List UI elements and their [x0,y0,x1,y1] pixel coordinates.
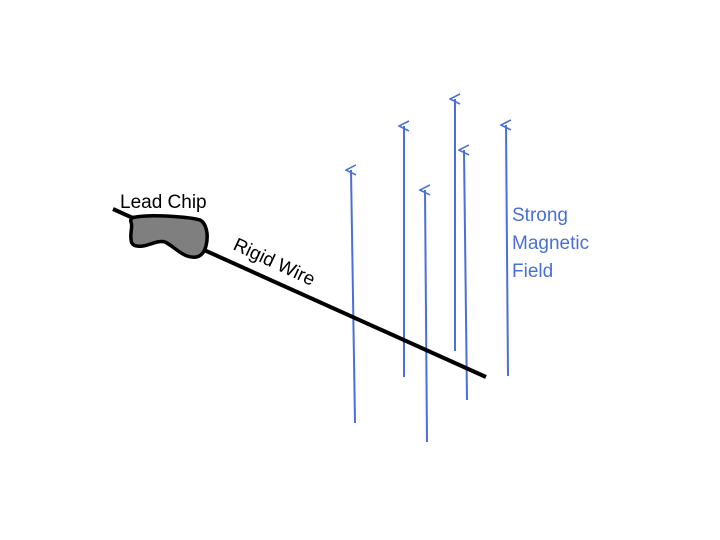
field-label-line-1: Strong [512,205,568,226]
field-label: Strong Magnetic Field [512,205,589,282]
field-arrow [506,125,508,377]
field-arrow [464,150,467,401]
lead-chip-shape [130,215,208,258]
lead-chip-outline [129,214,209,259]
magnetic-field-arrows [351,99,508,443]
field-label-line-3: Field [512,261,553,282]
field-arrow [425,190,427,443]
field-arrow [351,170,355,424]
lead-chip-label: Lead Chip [120,192,207,213]
field-label-line-2: Magnetic [512,233,589,254]
